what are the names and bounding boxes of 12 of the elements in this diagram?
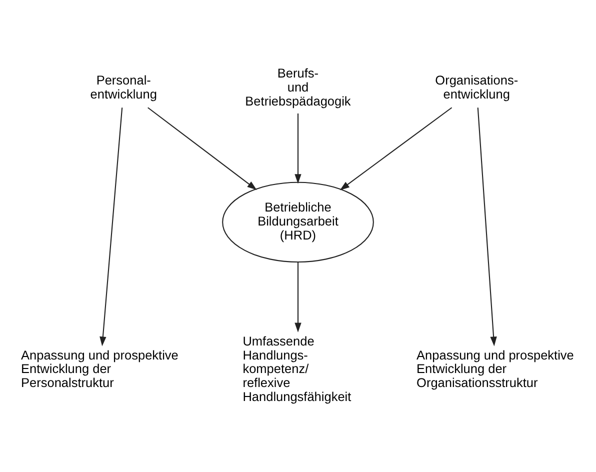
node-text: Organisations- entwicklung bbox=[435, 72, 518, 102]
node-text: Personal- entwicklung bbox=[90, 72, 157, 102]
node-text: Anpassung und prospektive Entwicklung der Organisationsstruktur bbox=[416, 347, 574, 390]
arrow bbox=[294, 262, 302, 332]
node-text: Berufs- und Betriebspädagogik bbox=[245, 66, 351, 108]
arrow bbox=[340, 107, 452, 190]
arrow bbox=[294, 113, 302, 184]
arrow bbox=[477, 108, 497, 346]
arrow bbox=[148, 107, 257, 190]
node-text: Umfassende Handlungs- kompetenz/ reflexive Handlungsfähigkeit bbox=[242, 334, 352, 404]
arrow bbox=[100, 108, 123, 346]
node-text: Anpassung und prospektive Entwicklung der Personalstruktur bbox=[21, 347, 178, 390]
